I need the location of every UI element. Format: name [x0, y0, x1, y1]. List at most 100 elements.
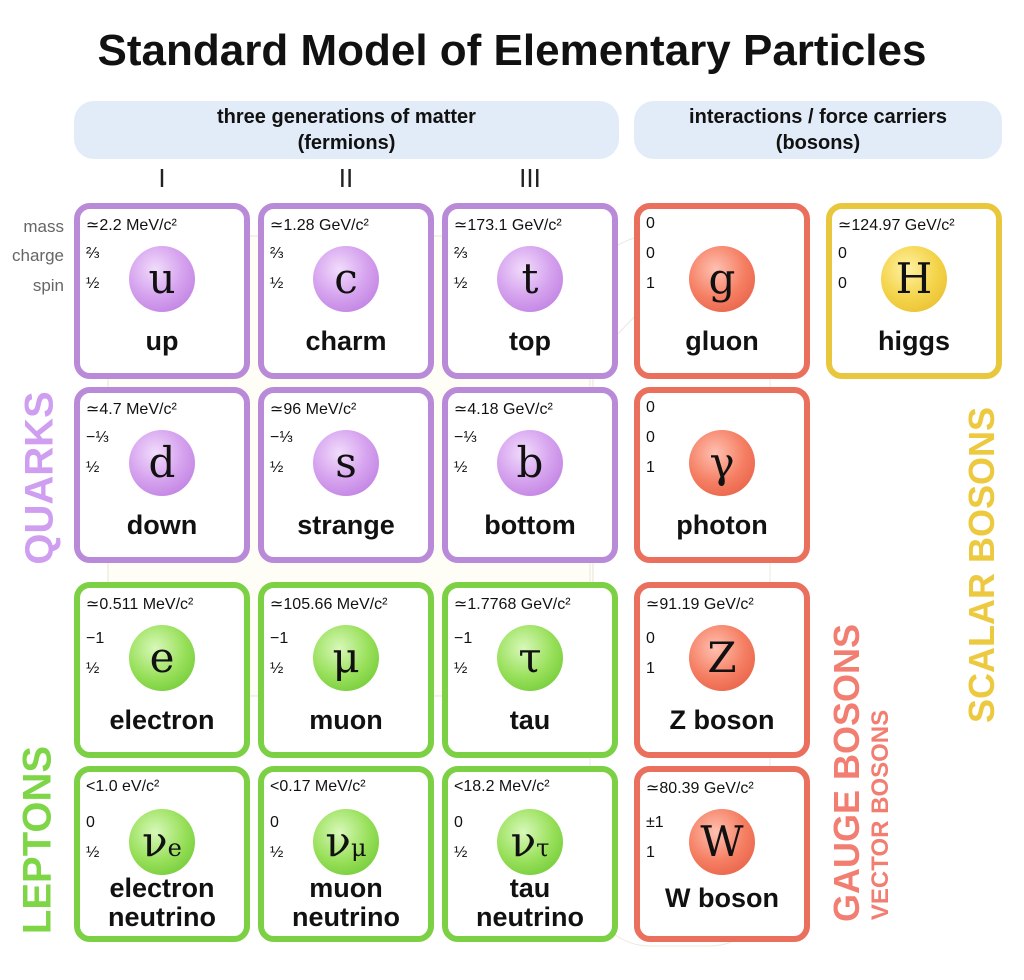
generation-3-label: III: [519, 163, 541, 193]
charge-value: 0: [646, 245, 655, 262]
particle-name: charm: [305, 326, 387, 356]
particle-name: photon: [676, 510, 768, 540]
spin-value: ½: [454, 459, 468, 476]
symbol-main: ν: [510, 817, 537, 866]
charge-value: −⅓: [454, 429, 477, 446]
spin-value: ½: [270, 459, 284, 476]
particle-card-muon: ≃105.66 MeV/c² −1 ½ μ muon: [258, 582, 434, 758]
particle-card-photon: 0 0 1 γ photon: [634, 387, 810, 563]
generation-1-label: I: [158, 163, 166, 193]
particle-symbol: νμ: [313, 809, 379, 875]
particle-name: Z boson: [669, 705, 775, 735]
particle-name-line1: muon: [309, 873, 383, 903]
particle-card-w-boson: ≃80.39 GeV/c² ±1 1 W W boson: [634, 766, 810, 942]
particle-name: higgs: [878, 326, 950, 356]
particle-symbol: u: [129, 246, 195, 312]
symbol-subscript: τ: [536, 834, 550, 862]
spin-value: ½: [86, 660, 100, 677]
mass-value: <18.2 MeV/c²: [454, 778, 550, 795]
symbol-main: ν: [325, 817, 351, 866]
particle-symbol: νe: [129, 809, 195, 875]
fermions-banner-line1: three generations of matter: [217, 106, 476, 128]
particle-symbol: g: [689, 246, 755, 312]
particle-symbol: d: [129, 430, 195, 496]
particle-card-down: ≃4.7 MeV/c² −⅓ ½ d down: [74, 387, 250, 563]
particle-card-electron: ≃0.511 MeV/c² −1 ½ e electron: [74, 582, 250, 758]
leptons-side-label: LEPTONS: [15, 745, 60, 935]
mass-value: ≃91.19 GeV/c²: [646, 596, 754, 613]
scalar-bosons-side-label: SCALAR BOSONS: [961, 406, 1002, 724]
page-title: Standard Model of Elementary Particles: [97, 26, 927, 75]
particle-symbol: b: [497, 430, 563, 496]
fermions-banner-line2: (fermions): [297, 132, 396, 154]
spin-value: ½: [454, 844, 468, 861]
spin-value: 1: [646, 275, 655, 292]
charge-label: charge: [12, 246, 64, 265]
bosons-banner-line2: (bosons): [775, 132, 861, 154]
particle-name: bottom: [484, 510, 576, 540]
mass-value: ≃4.18 GeV/c²: [454, 401, 553, 418]
particle-name-line1: electron: [109, 873, 215, 903]
spin-value: 0: [838, 275, 847, 292]
mass-value: ≃1.7768 GeV/c²: [454, 596, 571, 613]
spin-value: ½: [270, 844, 284, 861]
charge-value: ⅔: [454, 245, 468, 262]
spin-value: ½: [270, 660, 284, 677]
mass-value: 0: [646, 399, 655, 416]
particle-name-line2: neutrino: [108, 902, 216, 932]
charge-value: −⅓: [270, 429, 293, 446]
symbol-main: ν: [142, 817, 168, 866]
spin-value: 1: [646, 459, 655, 476]
particle-name: strange: [297, 510, 395, 540]
charge-value: ⅔: [86, 245, 100, 262]
particle-name-line2: neutrino: [476, 902, 584, 932]
particle-card-up: ≃2.2 MeV/c² ⅔ ½ u up: [74, 203, 250, 379]
particle-card-tau: ≃1.7768 GeV/c² −1 ½ τ tau: [442, 582, 618, 758]
particle-name: gluon: [685, 326, 759, 356]
spin-value: ½: [454, 275, 468, 292]
charge-value: 0: [454, 814, 463, 831]
particle-symbol: H: [881, 246, 947, 312]
particle-card-bottom: ≃4.18 GeV/c² −⅓ ½ b bottom: [442, 387, 618, 563]
particle-name: up: [145, 326, 179, 356]
mass-value: <1.0 eV/c²: [86, 778, 160, 795]
charge-value: 0: [270, 814, 279, 831]
spin-value: 1: [646, 660, 655, 677]
spin-value: ½: [86, 275, 100, 292]
charge-value: 0: [86, 814, 95, 831]
particle-card-top: ≃173.1 GeV/c² ⅔ ½ t top: [442, 203, 618, 379]
mass-value: ≃105.66 MeV/c²: [270, 596, 388, 613]
particle-symbol: Z: [689, 625, 755, 691]
particle-name: electron: [109, 705, 215, 735]
particle-symbol: W: [689, 809, 755, 875]
spin-value: ½: [270, 275, 284, 292]
charge-value: ±1: [646, 814, 664, 831]
spin-label: spin: [32, 276, 64, 295]
mass-value: ≃0.511 MeV/c²: [86, 596, 194, 613]
particle-name: muon: [309, 705, 383, 735]
particle-symbol: μ: [313, 625, 379, 691]
particle-card-gluon: 0 0 1 g gluon: [634, 203, 810, 379]
bosons-banner-line1: interactions / force carriers: [689, 106, 947, 128]
particle-name-line2: neutrino: [292, 902, 400, 932]
mass-value: ≃1.28 GeV/c²: [270, 217, 369, 234]
charge-value: 0: [838, 245, 847, 262]
particle-symbol: s: [313, 430, 379, 496]
particle-symbol: c: [313, 246, 379, 312]
symbol-subscript: e: [167, 834, 182, 862]
mass-value: ≃173.1 GeV/c²: [454, 217, 562, 234]
particle-symbol: ντ: [497, 809, 563, 875]
particle-name-line1: tau: [509, 873, 551, 903]
mass-value: ≃2.2 MeV/c²: [86, 217, 177, 234]
charge-value: 0: [646, 630, 655, 647]
spin-value: 1: [646, 844, 655, 861]
generation-2-label: II: [338, 163, 354, 193]
mass-value: ≃80.39 GeV/c²: [646, 780, 754, 797]
spin-value: ½: [454, 660, 468, 677]
fermions-banner: three generations of matter (fermions): [74, 101, 619, 159]
mass-value: ≃124.97 GeV/c²: [838, 217, 955, 234]
